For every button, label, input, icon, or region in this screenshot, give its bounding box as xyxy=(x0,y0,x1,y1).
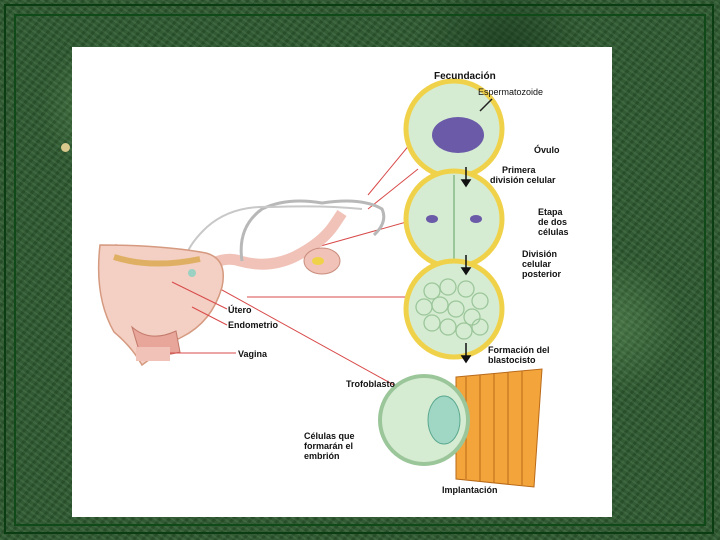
label-division-1: División xyxy=(522,249,557,259)
label-formacion-2: blastocisto xyxy=(488,355,536,365)
label-ovulo: Óvulo xyxy=(534,144,560,155)
label-implantacion: Implantación xyxy=(442,485,498,495)
label-vagina: Vagina xyxy=(238,349,268,359)
label-espermatozoide: Espermatozoide xyxy=(478,87,543,97)
label-etapa-1: Etapa xyxy=(538,207,564,217)
label-fecundacion: Fecundación xyxy=(434,71,496,82)
label-etapa-3: células xyxy=(538,227,569,237)
label-celulas-3: embrión xyxy=(304,451,340,461)
label-celulas-1: Células que xyxy=(304,431,355,441)
label-utero: Útero xyxy=(228,304,252,315)
label-celulas-2: formarán el xyxy=(304,441,353,451)
fertilization-diagram: Fecundación Espermatozoide Óvulo Primera… xyxy=(72,47,612,517)
label-endometrio: Endometrio xyxy=(228,320,279,330)
label-primera-2: división celular xyxy=(490,175,556,185)
label-primera-1: Primera xyxy=(502,165,537,175)
embryo-dot xyxy=(188,269,196,277)
right-nucleus xyxy=(470,215,482,223)
morula xyxy=(406,261,502,357)
vagina-shape xyxy=(136,347,170,361)
label-etapa-2: de dos xyxy=(538,217,567,227)
follicle xyxy=(312,257,324,265)
label-division-3: posterior xyxy=(522,269,562,279)
cell-nucleus xyxy=(432,117,484,153)
uterus-illustration xyxy=(99,201,384,365)
label-division-2: celular xyxy=(522,259,552,269)
inner-cell-mass xyxy=(428,396,460,444)
diagram-figure: Fecundación Espermatozoide Óvulo Primera… xyxy=(72,47,612,517)
label-trofoblasto: Trofoblasto xyxy=(346,379,396,389)
bullet-point xyxy=(61,143,70,152)
left-nucleus xyxy=(426,215,438,223)
label-formacion-1: Formación del xyxy=(488,345,550,355)
